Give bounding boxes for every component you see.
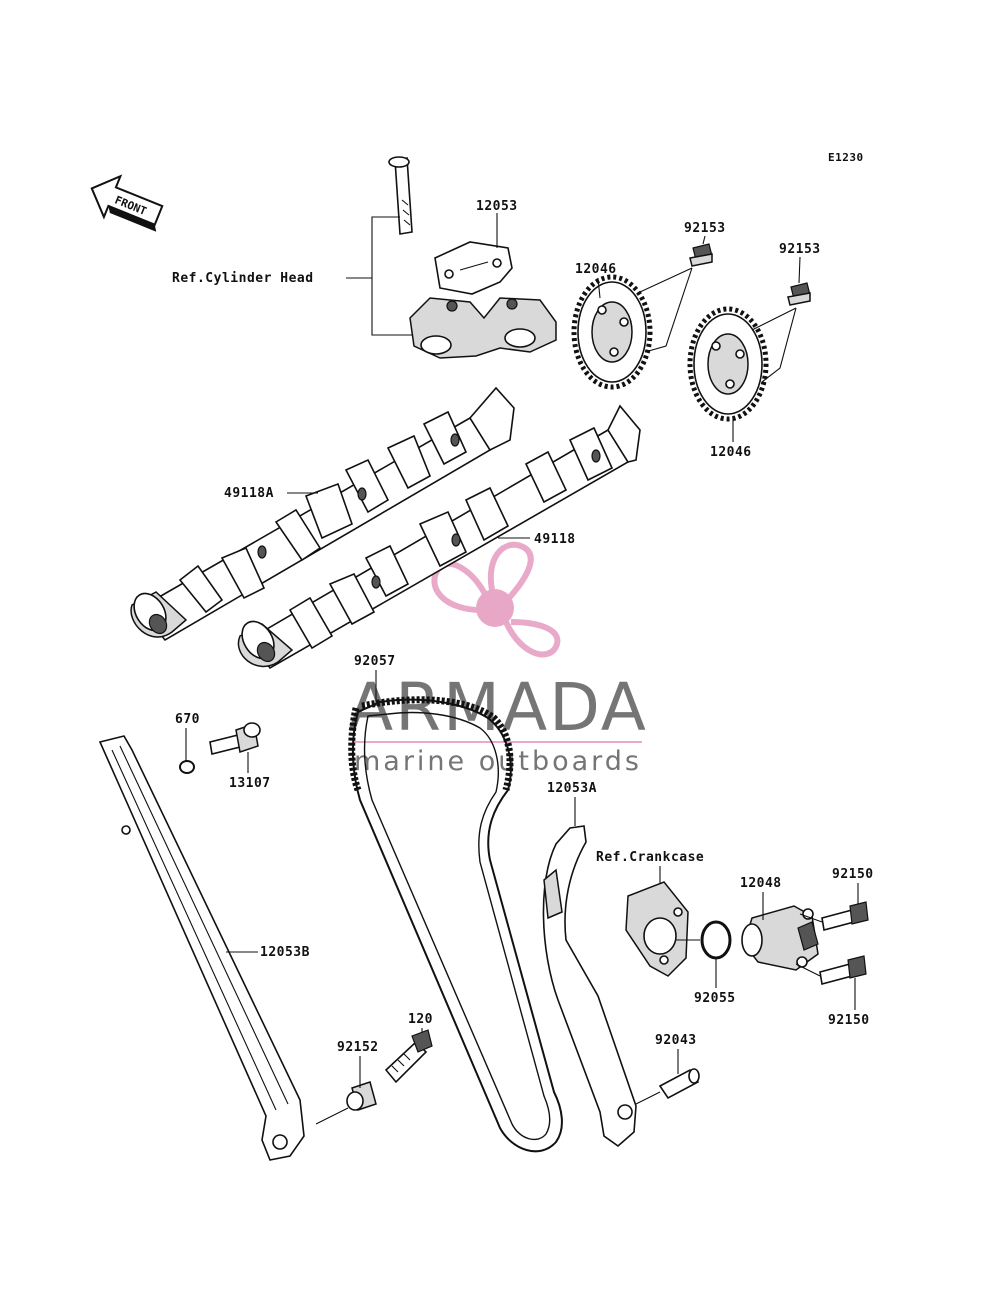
pin-92043 bbox=[658, 1068, 700, 1100]
label-92150-a: 92150 bbox=[832, 867, 874, 882]
leader-sprocket-top-bracket bbox=[639, 267, 693, 353]
label-49118A: 49118A bbox=[224, 486, 274, 501]
propeller-logo-icon bbox=[431, 541, 561, 658]
label-12046-top: 12046 bbox=[575, 262, 617, 277]
leader-92153-a bbox=[702, 235, 706, 245]
propeller-hub-icon bbox=[476, 589, 514, 627]
label-49118: 49118 bbox=[534, 532, 576, 547]
label-12053B: 12053B bbox=[260, 945, 310, 960]
label-92150-b: 92150 bbox=[828, 1013, 870, 1028]
bolt-120 bbox=[384, 1029, 433, 1084]
tensioner-12048 bbox=[741, 905, 819, 971]
ref-cylinder-head-bracket bbox=[346, 216, 412, 336]
label-92152: 92152 bbox=[337, 1040, 379, 1055]
leader-92152-axis bbox=[315, 1107, 349, 1125]
chain-guide-12053B bbox=[98, 735, 305, 1161]
cam-cap-12053 bbox=[434, 241, 513, 295]
cam-sprocket-12046-bottom bbox=[687, 306, 769, 422]
label-670: 670 bbox=[175, 712, 200, 727]
label-12046-bottom: 12046 bbox=[710, 445, 752, 460]
watermark-logo: ARMADA marine outboards bbox=[348, 541, 648, 777]
crankcase-mount bbox=[625, 881, 689, 977]
leader-12046-top bbox=[597, 277, 601, 299]
watermark-tagline: marine outboards bbox=[354, 746, 642, 777]
sprocket-bolt-92153-b bbox=[787, 282, 811, 306]
timing-chain-92057 bbox=[348, 696, 563, 1153]
label-92057: 92057 bbox=[354, 654, 396, 669]
sprocket-bolt-92153-a bbox=[689, 243, 713, 267]
watermark-brand: ARMADA bbox=[348, 669, 648, 746]
cam-cap-bolt bbox=[388, 156, 413, 235]
ring-670 bbox=[179, 760, 195, 774]
label-12048: 12048 bbox=[740, 876, 782, 891]
diagram-code: E1230 bbox=[828, 151, 864, 164]
oring-92055 bbox=[700, 920, 732, 960]
leader-92153-b bbox=[798, 256, 801, 284]
chain-guide-12053A bbox=[542, 825, 637, 1148]
leader-sprocket-bottom-bracket bbox=[751, 307, 797, 383]
leader-92150-axis bbox=[795, 913, 823, 977]
camshaft-49118 bbox=[237, 404, 641, 670]
front-arrow-icon: FRONT bbox=[90, 174, 164, 232]
collar-92152 bbox=[346, 1081, 377, 1111]
label-13107: 13107 bbox=[229, 776, 271, 791]
ref-crankcase-label: Ref.Crankcase bbox=[596, 850, 704, 865]
tensioner-bolt-92150-a bbox=[821, 901, 869, 931]
ref-cylinder-head-label: Ref.Cylinder Head bbox=[172, 271, 314, 286]
tensioner-bolt-92150-b bbox=[819, 955, 867, 985]
label-92153-b: 92153 bbox=[779, 242, 821, 257]
guide-bolt-13107 bbox=[209, 722, 261, 755]
label-12053A: 12053A bbox=[547, 781, 597, 796]
camshaft-49118A bbox=[130, 386, 515, 642]
cylinder-head-block bbox=[409, 297, 557, 359]
label-92153-a: 92153 bbox=[684, 221, 726, 236]
label-92043: 92043 bbox=[655, 1033, 697, 1048]
label-92055: 92055 bbox=[694, 991, 736, 1006]
leader-92043-axis bbox=[635, 1091, 661, 1105]
cam-sprocket-12046-top bbox=[571, 274, 653, 390]
label-12053: 12053 bbox=[476, 199, 518, 214]
label-120: 120 bbox=[408, 1012, 433, 1027]
